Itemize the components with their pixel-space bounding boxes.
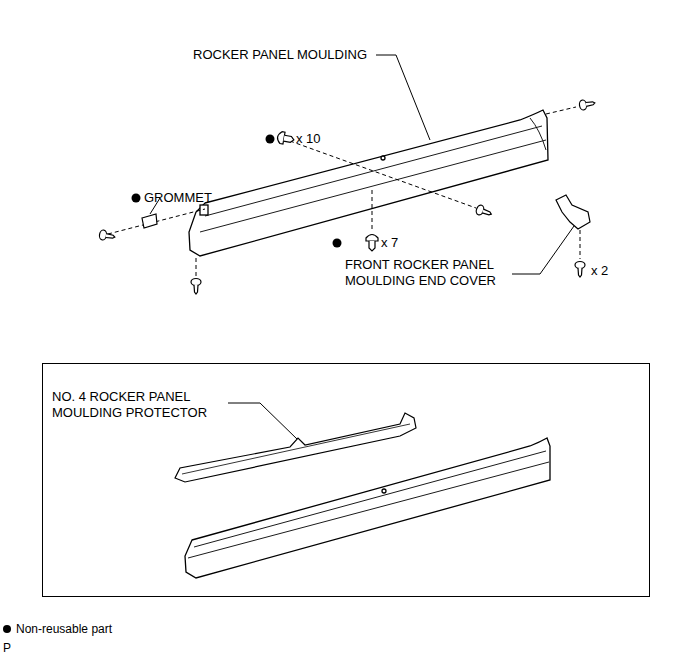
screw: [99, 229, 116, 242]
non-reusable-mark: [132, 135, 342, 248]
screw: [575, 262, 585, 278]
part-name: P: [3, 640, 11, 656]
part-name: ROCKER PANEL MOULDING: [193, 47, 367, 63]
inset-box: NO. 4 ROCKER PANEL MOULDING PROTECTOR: [42, 363, 650, 597]
quantity: x 10: [296, 131, 321, 147]
legend-entry: Non-reusable part: [3, 621, 112, 637]
end-cover: [556, 195, 590, 229]
clip: [277, 131, 295, 146]
grommet: [142, 214, 157, 228]
quantity: x 7: [381, 235, 398, 251]
part-name: FRONT ROCKER PANEL MOULDING END COVER: [345, 257, 510, 289]
leader-line: [512, 226, 574, 274]
moulding-protector: [175, 413, 416, 482]
screw: [579, 98, 596, 111]
legend-marker: [3, 625, 11, 633]
leader-line: [376, 55, 430, 140]
rocker-panel-moulding: [189, 110, 548, 256]
legend-text: Non-reusable part: [16, 622, 112, 636]
part-name: GROMMET: [144, 190, 212, 206]
screw: [191, 279, 201, 295]
quantity: x 2: [591, 263, 608, 279]
screw: [475, 204, 493, 219]
assembly-lines: [108, 107, 580, 277]
part-name: NO. 4 ROCKER PANEL MOULDING PROTECTOR: [52, 389, 242, 421]
rocker-panel-moulding: [185, 438, 550, 578]
clip: [366, 235, 378, 252]
leader-line: [228, 403, 298, 440]
